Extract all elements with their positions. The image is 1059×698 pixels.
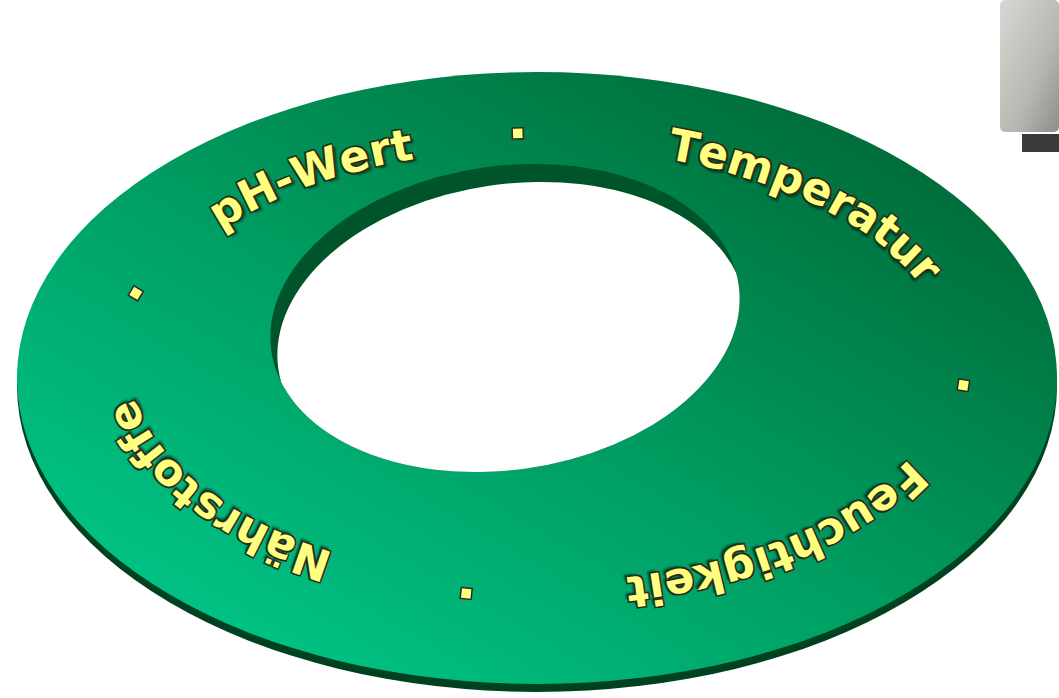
ring-hole: [257, 153, 767, 520]
photo: [1000, 0, 1059, 132]
separator-dot: [957, 379, 970, 392]
ring-top: [17, 72, 1057, 684]
photo-shadow: [1022, 134, 1059, 152]
separator-dot: [128, 286, 143, 301]
separator-dot: [512, 128, 523, 139]
separator-dot: [460, 587, 472, 599]
